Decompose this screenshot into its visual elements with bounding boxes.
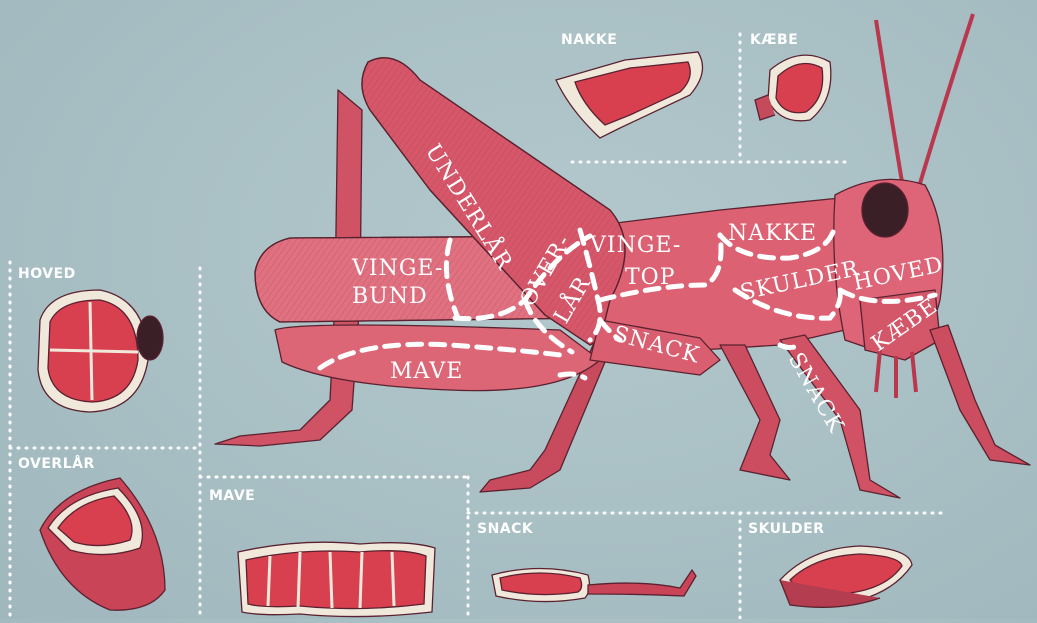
label-hoved: HOVED xyxy=(18,266,76,282)
skulder-cut-image xyxy=(780,546,912,607)
hoved-cut-image xyxy=(38,290,163,412)
nakke-cut-image xyxy=(556,52,703,138)
label-overlaar: OVERLÅR xyxy=(18,456,95,472)
mave-cut-image xyxy=(238,542,435,616)
cut-label-vinge: VINGE- xyxy=(351,256,443,281)
snack-cut-image xyxy=(492,569,696,602)
cut-label-bund: BUND xyxy=(352,284,428,309)
kaebe-cut-image xyxy=(755,55,831,121)
label-snack: SNACK xyxy=(477,521,533,537)
overlaar-cut-image xyxy=(40,478,165,610)
cut-label-vinge2: VINGE- xyxy=(589,233,681,258)
cut-label-mave: MAVE xyxy=(390,359,463,384)
label-nakke: NAKKE xyxy=(561,32,617,48)
label-mave: MAVE xyxy=(209,488,255,504)
label-skulder: SKULDER xyxy=(748,521,824,537)
cut-label-top: TOP xyxy=(625,265,676,290)
cut-label-nakke: NAKKE xyxy=(728,221,817,246)
label-kaebe: KÆBE xyxy=(750,32,798,48)
